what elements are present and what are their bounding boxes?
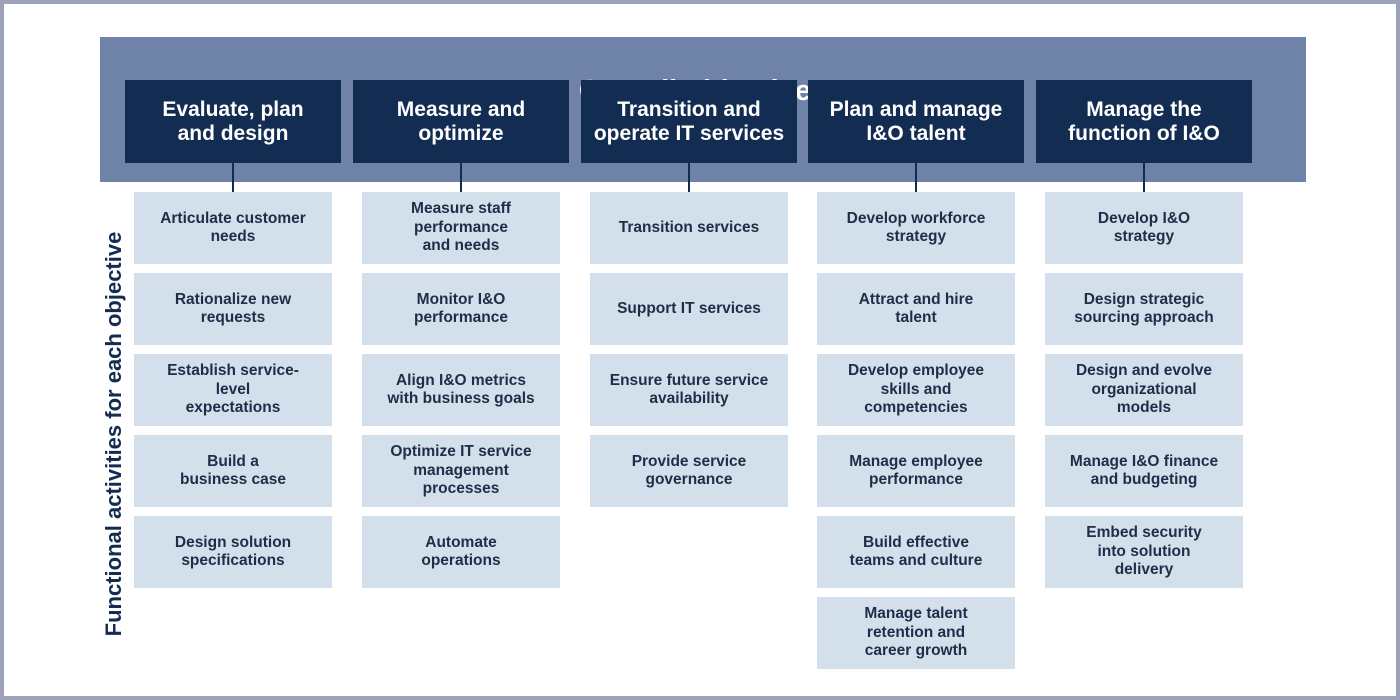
objective-box: Manage the function of I&O xyxy=(1036,80,1252,163)
activity-box: Develop workforce strategy xyxy=(817,192,1015,264)
activity-box: Align I&O metrics with business goals xyxy=(362,354,560,426)
connector-line xyxy=(1143,163,1145,192)
activity-box: Support IT services xyxy=(590,273,788,345)
activity-box: Automate operations xyxy=(362,516,560,588)
connector-line xyxy=(232,163,234,192)
activity-box: Establish service- level expectations xyxy=(134,354,332,426)
activity-box: Optimize IT service management processes xyxy=(362,435,560,507)
activity-box: Embed security into solution delivery xyxy=(1045,516,1243,588)
activity-box: Monitor I&O performance xyxy=(362,273,560,345)
activity-box: Manage talent retention and career growt… xyxy=(817,597,1015,669)
activity-box: Transition services xyxy=(590,192,788,264)
activity-box: Provide service governance xyxy=(590,435,788,507)
activity-box: Rationalize new requests xyxy=(134,273,332,345)
activity-box: Attract and hire talent xyxy=(817,273,1015,345)
connector-line xyxy=(460,163,462,192)
activity-box: Ensure future service availability xyxy=(590,354,788,426)
activity-box: Manage I&O finance and budgeting xyxy=(1045,435,1243,507)
activity-box: Design solution specifications xyxy=(134,516,332,588)
activity-box: Manage employee performance xyxy=(817,435,1015,507)
objective-box: Plan and manage I&O talent xyxy=(808,80,1024,163)
side-axis-label: Functional activities for each objective xyxy=(101,231,126,637)
activity-box: Articulate customer needs xyxy=(134,192,332,264)
objective-box: Measure and optimize xyxy=(353,80,569,163)
objective-box: Transition and operate IT services xyxy=(581,80,797,163)
activity-box: Design strategic sourcing approach xyxy=(1045,273,1243,345)
activity-box: Build effective teams and culture xyxy=(817,516,1015,588)
activity-box: Measure staff performance and needs xyxy=(362,192,560,264)
activity-box: Develop I&O strategy xyxy=(1045,192,1243,264)
objective-box: Evaluate, plan and design xyxy=(125,80,341,163)
connector-line xyxy=(915,163,917,192)
activity-box: Design and evolve organizational models xyxy=(1045,354,1243,426)
connector-line xyxy=(688,163,690,192)
activity-box: Develop employee skills and competencies xyxy=(817,354,1015,426)
activity-box: Build a business case xyxy=(134,435,332,507)
